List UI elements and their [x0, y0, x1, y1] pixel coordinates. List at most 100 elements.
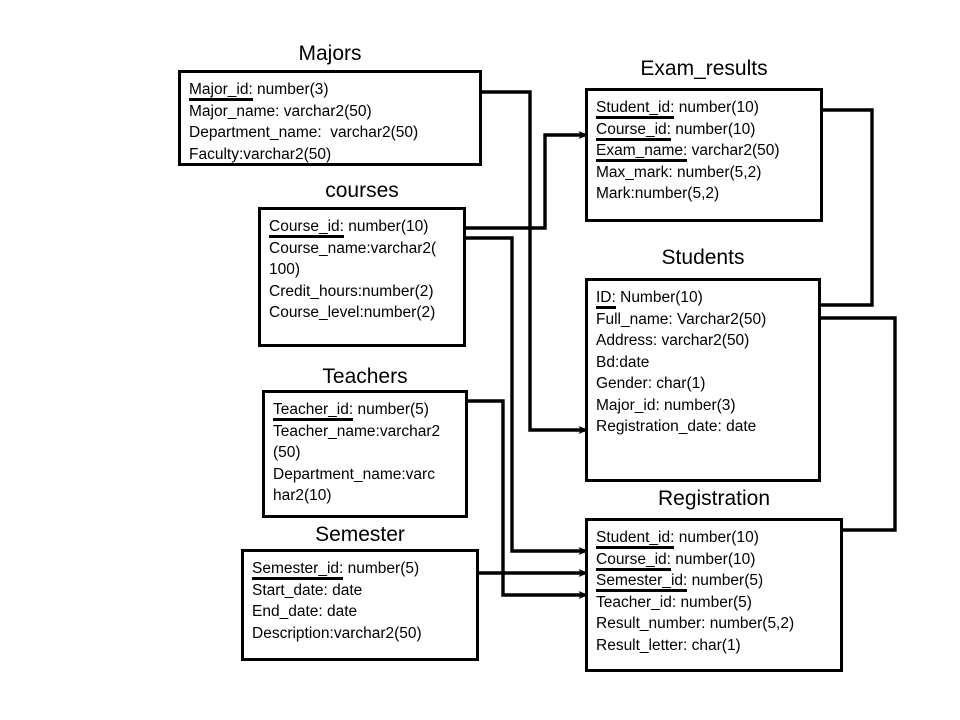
attribute-name: Gender: char(1) — [596, 375, 706, 392]
attribute-type: number(10) — [343, 218, 429, 235]
attribute-name: Result_letter: char(1) — [596, 636, 741, 654]
attribute-row: Course_id: number(10) — [596, 119, 820, 141]
attribute-name: Course_level:number(2) — [269, 304, 436, 321]
attribute-row: Course_id: number(10) — [269, 216, 463, 238]
attribute-row: Teacher_id: number(5) — [596, 592, 840, 614]
entity-box-majors[interactable]: Major_id: number(3)Major_name: varchar2(… — [178, 70, 482, 166]
attribute-type: number(5) — [343, 560, 420, 577]
attribute-name: Department_name: — [189, 124, 322, 141]
attribute-row: Course_level:number(2) — [269, 302, 463, 324]
attribute-type: number(5) — [687, 572, 764, 589]
primary-key-name: Semester_id: — [596, 572, 688, 592]
entity-title-students: Students — [661, 246, 745, 269]
attribute-type: varchar2(50) — [279, 102, 372, 120]
attribute-row: Student_id: number(10) — [596, 527, 840, 549]
attribute-name: Full_name: Varchar2(50) — [596, 310, 767, 328]
attribute-list-registration: Student_id: number(10)Course_id: number(… — [588, 521, 840, 656]
attribute-name: Department_name:varc — [273, 465, 435, 483]
attribute-name: Teacher_id: number(5) — [596, 593, 752, 611]
attribute-type: number(3) — [252, 81, 329, 98]
attribute-name: Faculty:varchar2(50) — [189, 145, 332, 163]
attribute-row: Semester_id: number(5) — [252, 558, 476, 580]
attribute-name: Start_date: date — [252, 581, 363, 599]
attribute-row: Major_id: number(3) — [596, 395, 818, 417]
attribute-row: Bd:date — [596, 352, 818, 374]
attribute-type: varchar2(50) — [321, 124, 419, 141]
primary-key-name: Course_id: — [596, 550, 671, 571]
entity-title-registration: Registration — [657, 487, 771, 510]
attribute-continuation: 100) — [269, 261, 301, 278]
attribute-type: number(10) — [670, 550, 756, 568]
attribute-row: Teacher_name:varchar2 (50) — [273, 421, 465, 464]
attribute-name: Registration_date: date — [596, 418, 757, 435]
attribute-name: Mark:number(5,2) — [596, 185, 720, 202]
attribute-row: Exam_name: varchar2(50) — [596, 140, 820, 162]
attribute-list-exam_results: Student_id: number(10)Course_id: number(… — [588, 91, 820, 205]
attribute-name: Teacher_name:varchar2 — [273, 422, 441, 440]
attribute-row: Student_id: number(10) — [596, 97, 820, 119]
attribute-row: Semester_id: number(5) — [596, 570, 840, 592]
entity-box-teachers[interactable]: Teacher_id: number(5)Teacher_name:varcha… — [262, 390, 468, 518]
connector-majors-to-students — [482, 90, 589, 434]
attribute-row: Max_mark: number(5,2) — [596, 162, 820, 184]
attribute-continuation: har2(10) — [273, 487, 332, 504]
attribute-row: Full_name: Varchar2(50) — [596, 309, 818, 331]
attribute-row: Description:varchar2(50) — [252, 623, 476, 645]
primary-key-name: Course_id: — [596, 120, 671, 141]
attribute-row: Major_id: number(3) — [189, 79, 479, 101]
attribute-continuation: (50) — [273, 444, 301, 461]
attribute-row: Major_name: varchar2(50) — [189, 101, 479, 123]
entity-box-registration[interactable]: Student_id: number(10)Course_id: number(… — [585, 518, 843, 672]
attribute-row: Mark:number(5,2) — [596, 183, 820, 205]
primary-key-name: Student_id: — [596, 529, 675, 549]
attribute-row: Registration_date: date — [596, 416, 818, 438]
attribute-name: End_date: date — [252, 603, 358, 620]
attribute-list-majors: Major_id: number(3)Major_name: varchar2(… — [181, 73, 479, 165]
attribute-name: Max_mark: number(5,2) — [596, 163, 762, 181]
attribute-list-students: ID: Number(10)Full_name: Varchar2(50)Add… — [588, 281, 818, 438]
attribute-row: Course_name:varchar2( 100) — [269, 238, 463, 281]
attribute-row: Gender: char(1) — [596, 373, 818, 395]
attribute-row: Result_number: number(5,2) — [596, 613, 840, 635]
attribute-name: Result_number: number(5,2) — [596, 615, 795, 632]
primary-key-name: ID: — [596, 289, 616, 309]
entity-title-courses: courses — [325, 179, 399, 202]
primary-key-name: Exam_name: — [596, 142, 688, 162]
connector-courses-to-registration — [466, 236, 589, 555]
attribute-row: ID: Number(10) — [596, 287, 818, 309]
attribute-row: Teacher_id: number(5) — [273, 399, 465, 421]
attribute-type: number(10) — [674, 99, 759, 116]
attribute-name: Address: varchar2(50) — [596, 332, 750, 349]
attribute-row: Result_letter: char(1) — [596, 635, 840, 657]
entity-title-exam_results: Exam_results — [640, 57, 768, 80]
entity-box-courses[interactable]: Course_id: number(10)Course_name:varchar… — [258, 207, 466, 347]
entity-title-majors: Majors — [298, 42, 362, 65]
attribute-name: Course_name:varchar2( — [269, 239, 437, 257]
attribute-type: Number(10) — [615, 289, 703, 306]
attribute-type: number(5) — [353, 401, 429, 418]
attribute-row: Faculty:varchar2(50) — [189, 144, 479, 166]
attribute-row: Course_id: number(10) — [596, 549, 840, 571]
attribute-name: Major_id: number(3) — [596, 396, 736, 414]
attribute-row: End_date: date — [252, 601, 476, 623]
connector-courses-to-exam-results — [466, 131, 589, 230]
attribute-row: Department_name:varc har2(10) — [273, 464, 465, 507]
attribute-list-courses: Course_id: number(10)Course_name:varchar… — [261, 210, 463, 324]
attribute-row: Start_date: date — [252, 580, 476, 602]
attribute-type: varchar2(50) — [687, 142, 780, 159]
attribute-type: number(10) — [670, 120, 756, 138]
attribute-name: Bd:date — [596, 353, 650, 371]
attribute-list-teachers: Teacher_id: number(5)Teacher_name:varcha… — [265, 393, 465, 507]
attribute-name: Credit_hours:number(2) — [269, 282, 434, 300]
primary-key-name: Course_id: — [269, 218, 344, 238]
entity-title-semester: Semester — [315, 523, 405, 546]
primary-key-name: Student_id: — [596, 99, 675, 119]
entity-box-exam_results[interactable]: Student_id: number(10)Course_id: number(… — [585, 88, 823, 222]
entity-box-students[interactable]: ID: Number(10)Full_name: Varchar2(50)Add… — [585, 278, 821, 482]
attribute-row: Address: varchar2(50) — [596, 330, 818, 352]
attribute-name: Description:varchar2(50) — [252, 624, 422, 642]
primary-key-name: Major_id: — [189, 81, 253, 101]
